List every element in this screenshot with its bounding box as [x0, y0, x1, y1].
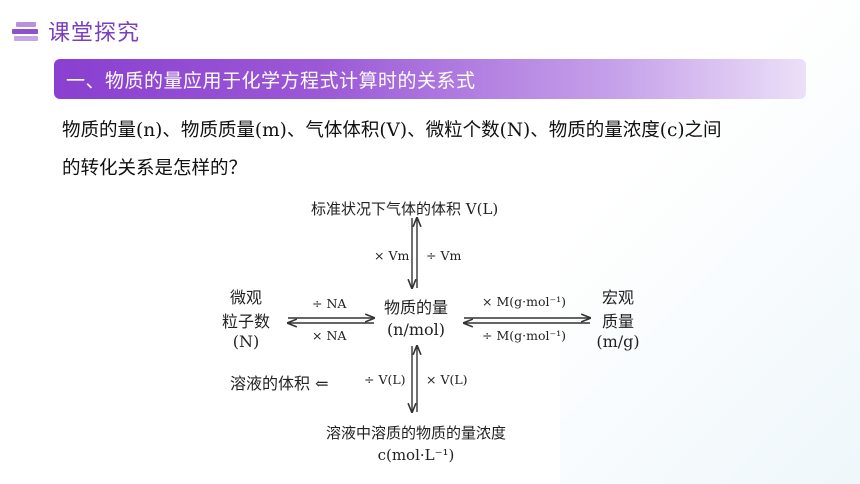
concentration-unit: c(mol·L⁻¹) — [377, 446, 455, 464]
particle-count-line-1: 微观 — [229, 288, 262, 307]
question-line-1: 物质的量(n)、物质质量(m)、气体体积(V)、微粒个数(N)、物质的量浓度(c… — [62, 120, 722, 141]
multiply-vm-label: × Vm — [374, 248, 410, 263]
concentration-label: 溶液中溶质的物质的量浓度 — [325, 424, 506, 442]
particle-count-line-2: 粒子数 — [221, 312, 270, 331]
conversion-diagram: 标准状况下气体的体积 V(L) × Vm ÷ Vm 物质的量 (n/mol) 微… — [216, 190, 656, 472]
mass-symbol: (m/g) — [596, 332, 640, 351]
diagram-arrows — [216, 190, 656, 472]
section-header: 课堂探究 — [12, 14, 140, 48]
amount-of-substance-unit: (n/mol) — [386, 320, 446, 339]
books-icon — [12, 20, 40, 42]
particle-count-symbol: (N) — [232, 332, 260, 351]
section-title: 课堂探究 — [48, 21, 141, 46]
topic-banner: 一、物质的量应用于化学方程式计算时的关系式 — [54, 59, 806, 99]
multiply-volume-label: × V(L) — [426, 372, 468, 387]
multiply-molar-mass-label: × M(g·mol⁻¹) — [482, 294, 566, 309]
question-text: 物质的量(n)、物质质量(m)、气体体积(V)、微粒个数(N)、物质的量浓度(c… — [62, 112, 822, 188]
divide-volume-label: ÷ V(L) — [364, 372, 406, 387]
divide-molar-mass-label: ÷ M(g·mol⁻¹) — [482, 328, 566, 343]
amount-of-substance-label: 物质的量 — [383, 298, 448, 317]
mass-line-2: 质量 — [601, 312, 634, 331]
divide-vm-label: ÷ Vm — [426, 248, 462, 263]
gas-volume-label: 标准状况下气体的体积 V(L) — [311, 200, 499, 218]
divide-na-label: ÷ NA — [312, 296, 347, 311]
question-line-2: 的转化关系是怎样的？ — [62, 158, 248, 179]
topic-title: 一、物质的量应用于化学方程式计算时的关系式 — [66, 69, 476, 92]
multiply-na-label: × NA — [312, 328, 347, 343]
mass-line-1: 宏观 — [601, 288, 634, 307]
solution-volume-label: 溶液的体积 ⇐ — [230, 374, 329, 393]
